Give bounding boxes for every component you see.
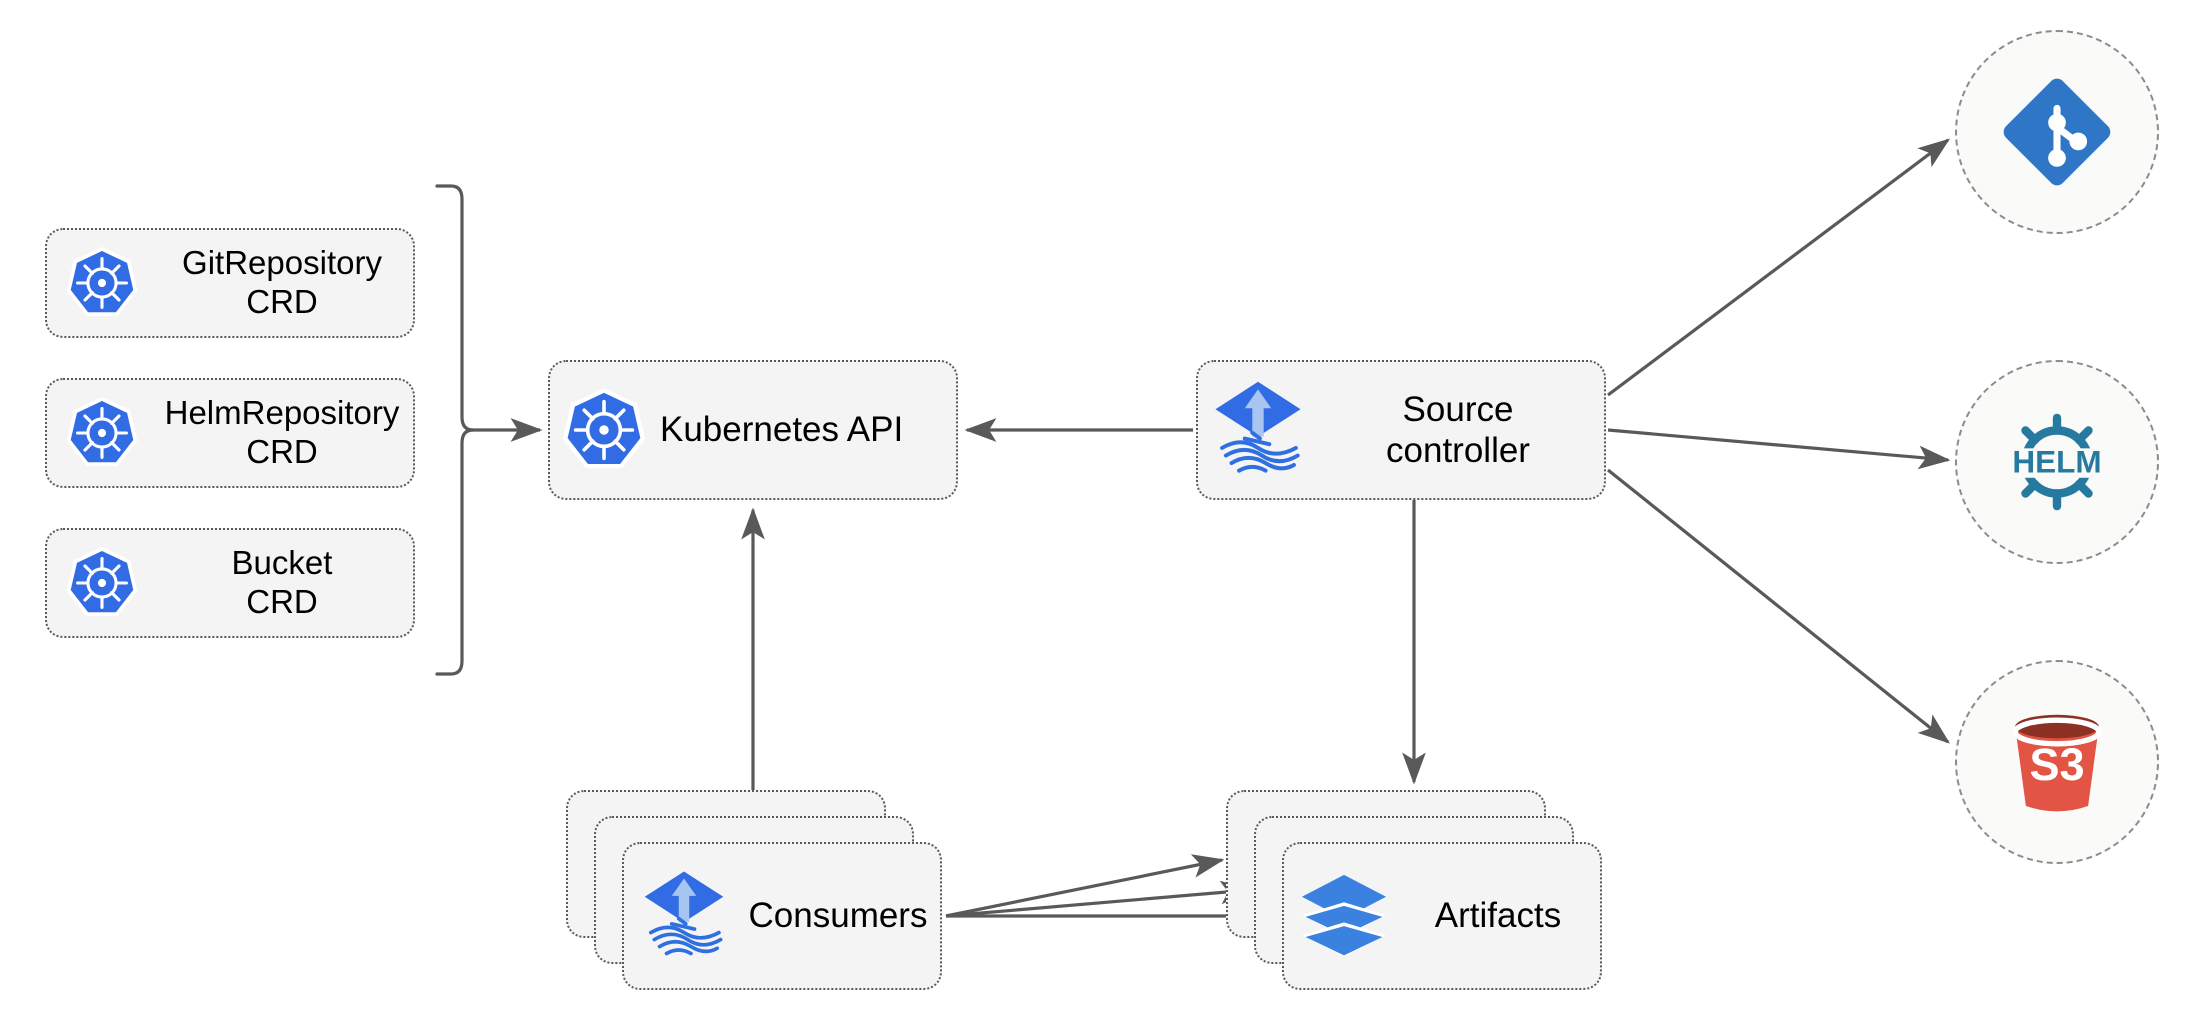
s3-label: S3 xyxy=(2029,739,2084,790)
node-git-repository-crd[interactable]: GitRepository CRD xyxy=(45,228,415,338)
node-consumers-stack[interactable]: Consumers xyxy=(566,790,942,990)
node-label: Kubernetes API xyxy=(660,410,904,450)
helm-icon: HELM xyxy=(1994,399,2120,525)
git-icon xyxy=(1998,73,2116,191)
external-target-git[interactable] xyxy=(1955,30,2159,234)
kubernetes-icon xyxy=(47,546,157,620)
node-label: Bucket CRD xyxy=(231,544,333,620)
external-target-s3[interactable]: S3 xyxy=(1955,660,2159,864)
node-kubernetes-api[interactable]: Kubernetes API xyxy=(548,360,958,500)
edge-source-controller-to-helm xyxy=(1607,428,1951,470)
node-label: Consumers xyxy=(748,896,928,935)
flux-icon xyxy=(1198,378,1318,482)
node-label: HelmRepository CRD xyxy=(164,394,400,470)
node-label: GitRepository CRD xyxy=(182,244,382,320)
s3-icon: S3 xyxy=(1997,703,2117,821)
stack-sheet-front[interactable]: Consumers xyxy=(622,842,942,990)
external-target-helm[interactable]: HELM xyxy=(1955,360,2159,564)
node-helm-repository-crd[interactable]: HelmRepository CRD xyxy=(45,378,415,488)
flux-icon xyxy=(624,868,744,964)
layers-icon xyxy=(1284,873,1404,959)
kubernetes-icon xyxy=(550,387,658,473)
kubernetes-icon xyxy=(47,396,157,470)
node-artifacts-stack[interactable]: Artifacts xyxy=(1226,790,1602,990)
kubernetes-icon xyxy=(47,246,157,320)
node-bucket-crd[interactable]: Bucket CRD xyxy=(45,528,415,638)
node-source-controller[interactable]: Source controller xyxy=(1196,360,1606,500)
node-label: Artifacts xyxy=(1434,896,1562,935)
node-label: Source controller xyxy=(1386,389,1530,470)
edge-source-controller-to-git xyxy=(1607,138,1951,397)
edge-source-controller-to-s3 xyxy=(1607,468,1950,744)
stack-sheet-front[interactable]: Artifacts xyxy=(1282,842,1602,990)
crd-group-bracket xyxy=(435,184,474,676)
helm-label: HELM xyxy=(2012,444,2101,480)
edge-consumers-to-artifacts-fan xyxy=(945,854,1281,928)
